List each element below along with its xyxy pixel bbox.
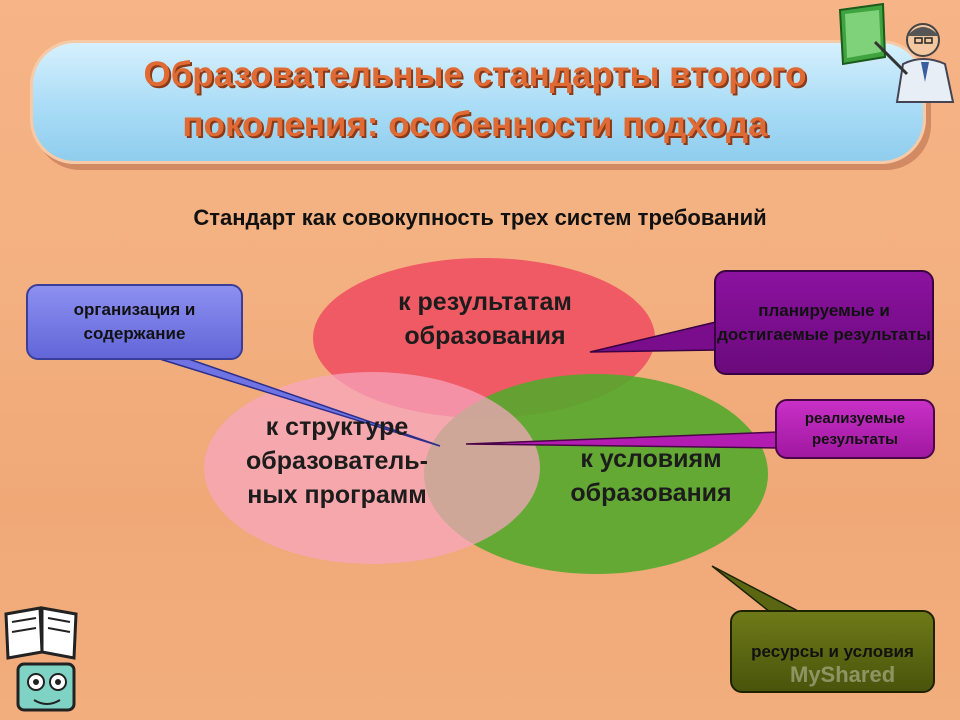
resources-callout: ресурсы и условия bbox=[730, 610, 935, 693]
structure-ellipse bbox=[204, 372, 540, 564]
organization-callout: организация и содержание bbox=[26, 284, 243, 360]
page-title: Образовательные стандарты второго поколе… bbox=[40, 50, 910, 150]
planned-callout: планируемые и достигаемые результаты bbox=[714, 270, 934, 375]
teacher-icon bbox=[838, 2, 955, 103]
results-label: к результатам образования bbox=[398, 288, 572, 350]
title-line-2: поколения: особенности подхода bbox=[182, 105, 768, 144]
subtitle: Стандарт как совокупность трех систем тр… bbox=[193, 205, 767, 230]
resources-pointer bbox=[711, 565, 801, 613]
watermark: MyShared bbox=[790, 662, 896, 687]
book-reader-icon bbox=[4, 606, 78, 712]
title-line-1: Образовательные стандарты второго bbox=[143, 55, 807, 94]
conditions-label: к условиям образования bbox=[570, 445, 732, 507]
title-banner bbox=[30, 40, 926, 164]
structure-label: к структуре образователь-ных программ bbox=[246, 413, 428, 509]
realized-callout: реализуемые результаты bbox=[775, 399, 935, 459]
